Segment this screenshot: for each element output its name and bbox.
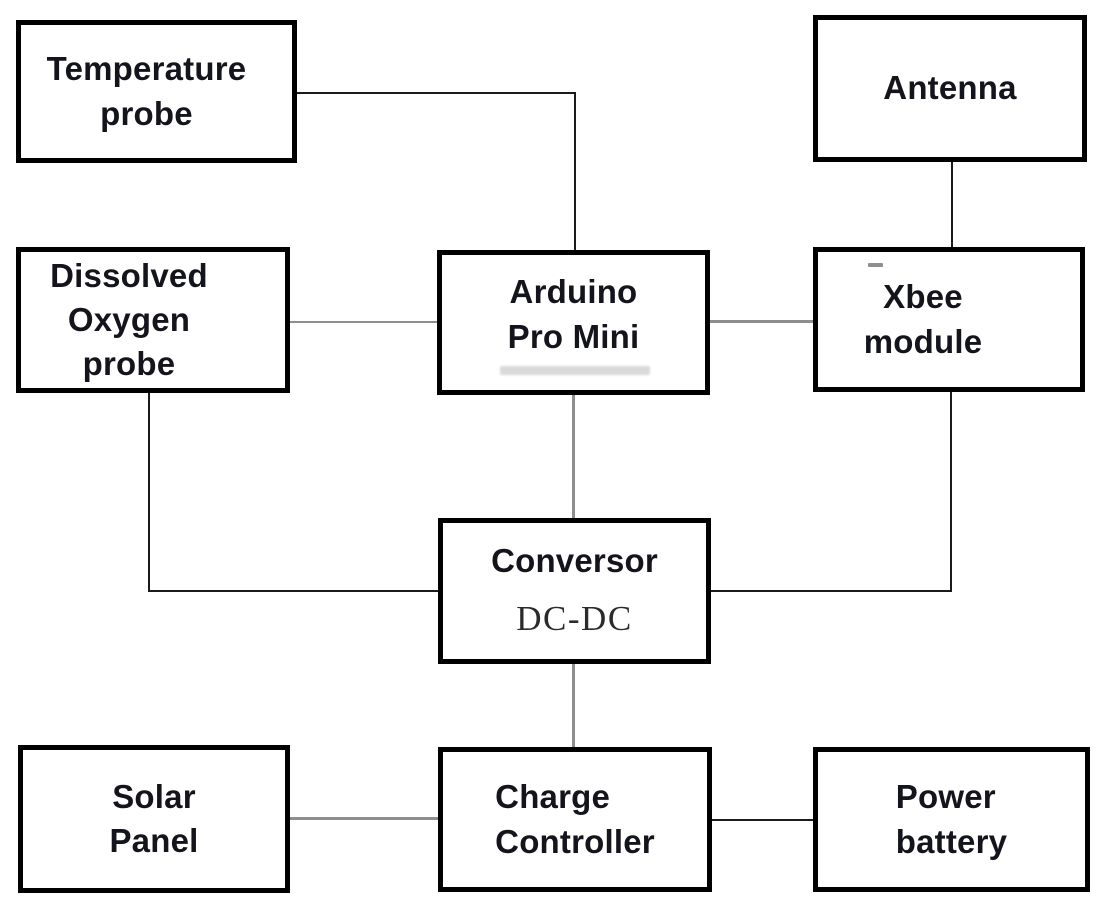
dissolved-oxygen-probe-label: Dissolved Oxygen probe (50, 254, 208, 387)
node-antenna: Antenna (813, 15, 1087, 162)
label-line: battery (895, 822, 1008, 860)
wire-dissolved-conversor-vertical (148, 392, 150, 592)
node-charge-controller: Charge Controller (438, 747, 712, 892)
power-battery-label: Power battery (896, 775, 1007, 863)
label-line: probe (100, 94, 193, 132)
charge-controller-label: Charge Controller (495, 775, 655, 863)
wire-antenna-xbee-vertical (951, 160, 953, 249)
label-line: Solar (112, 777, 196, 815)
label-line: Controller (495, 822, 655, 860)
label-line-serif: DC-DC (516, 598, 633, 638)
node-temperature-probe: Temperature probe (16, 20, 297, 163)
label-line: Temperature (46, 50, 247, 88)
wire-dissolved-arduino-horizontal (290, 321, 437, 323)
label-line: Panel (109, 822, 199, 859)
arduino-pro-mini-label: Arduino Pro Mini (508, 270, 640, 358)
wire-arduino-xbee-horizontal (710, 320, 814, 323)
label-line: Xbee (883, 278, 963, 316)
wire-solar-charge-horizontal (289, 817, 440, 820)
conversor-dc-dc-label: Conversor DC-DC (491, 539, 658, 642)
erased-text-artifact (500, 366, 650, 375)
node-conversor-dc-dc: Conversor DC-DC (438, 518, 711, 664)
node-solar-panel: Solar Panel (18, 745, 290, 893)
label-line: module (863, 322, 983, 360)
label-line: Oxygen (67, 300, 191, 338)
wire-arduino-conversor-vertical (572, 394, 575, 520)
label-line: Antenna (883, 69, 1017, 107)
label-line: Power (895, 778, 996, 816)
wire-dissolved-conversor-horizontal (148, 590, 440, 592)
node-xbee-module: Xbee module (813, 247, 1085, 392)
wire-charge-power-horizontal (711, 819, 815, 821)
wire-xbee-conversor-horizontal (710, 590, 952, 592)
label-line: Arduino (509, 273, 638, 311)
smudge-dash-artifact (868, 263, 883, 267)
xbee-module-label: Xbee module (864, 275, 983, 363)
wire-conversor-charge-vertical (572, 663, 575, 749)
label-line: Dissolved (50, 256, 208, 294)
wire-xbee-conversor-vertical (950, 391, 952, 592)
label-line: Conversor (491, 542, 658, 580)
temperature-probe-label: Temperature probe (47, 47, 247, 135)
label-line: probe (82, 345, 176, 383)
solar-panel-label: Solar Panel (109, 775, 198, 863)
antenna-label: Antenna (883, 66, 1016, 110)
label-line: Pro Mini (507, 317, 640, 355)
node-power-battery: Power battery (813, 747, 1090, 892)
node-dissolved-oxygen-probe: Dissolved Oxygen probe (16, 247, 290, 393)
wire-temperature-arduino-horizontal (297, 92, 576, 94)
node-arduino-pro-mini: Arduino Pro Mini (437, 250, 710, 395)
label-line: Charge (495, 778, 611, 816)
wire-temperature-arduino-vertical (574, 92, 576, 252)
